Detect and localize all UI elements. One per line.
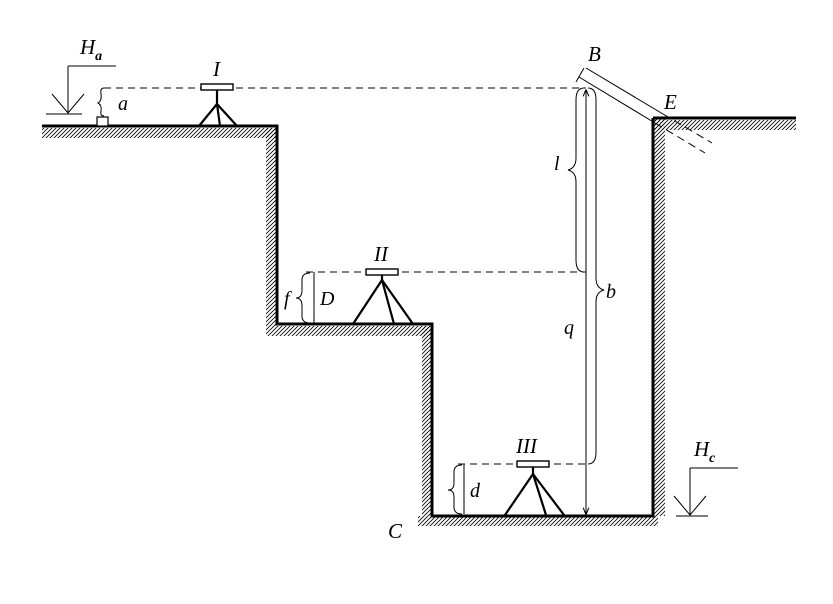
instrument-I xyxy=(198,83,238,127)
datum-label-ha: Ha xyxy=(79,35,102,64)
label-I: I xyxy=(212,57,221,81)
label-II: II xyxy=(373,242,389,266)
label-l: l xyxy=(554,153,560,175)
inclined-staff xyxy=(575,67,713,154)
label-B: B xyxy=(588,42,601,66)
label-q: q xyxy=(564,317,574,339)
label-E: E xyxy=(663,90,677,114)
brace-a xyxy=(96,87,105,117)
label-f: f xyxy=(284,288,292,310)
brace-l xyxy=(567,87,585,273)
ground-hatching xyxy=(42,118,796,526)
instrument-II xyxy=(352,268,414,325)
label-b: b xyxy=(606,281,616,303)
ground-profile-left xyxy=(42,118,655,518)
label-III: III xyxy=(515,434,538,458)
label-C: C xyxy=(388,519,403,543)
datum-marker-ha xyxy=(46,65,116,115)
brace-d xyxy=(447,464,463,515)
label-d: d xyxy=(470,480,481,502)
label-a: a xyxy=(118,93,128,115)
datum-marker-hc xyxy=(673,467,738,517)
brace-b xyxy=(587,87,605,465)
instrument-III xyxy=(504,460,565,516)
datum-label-hc: Hc xyxy=(693,437,716,466)
label-D: D xyxy=(319,288,335,310)
benchmark-block xyxy=(96,116,109,127)
brace-f xyxy=(295,272,311,324)
